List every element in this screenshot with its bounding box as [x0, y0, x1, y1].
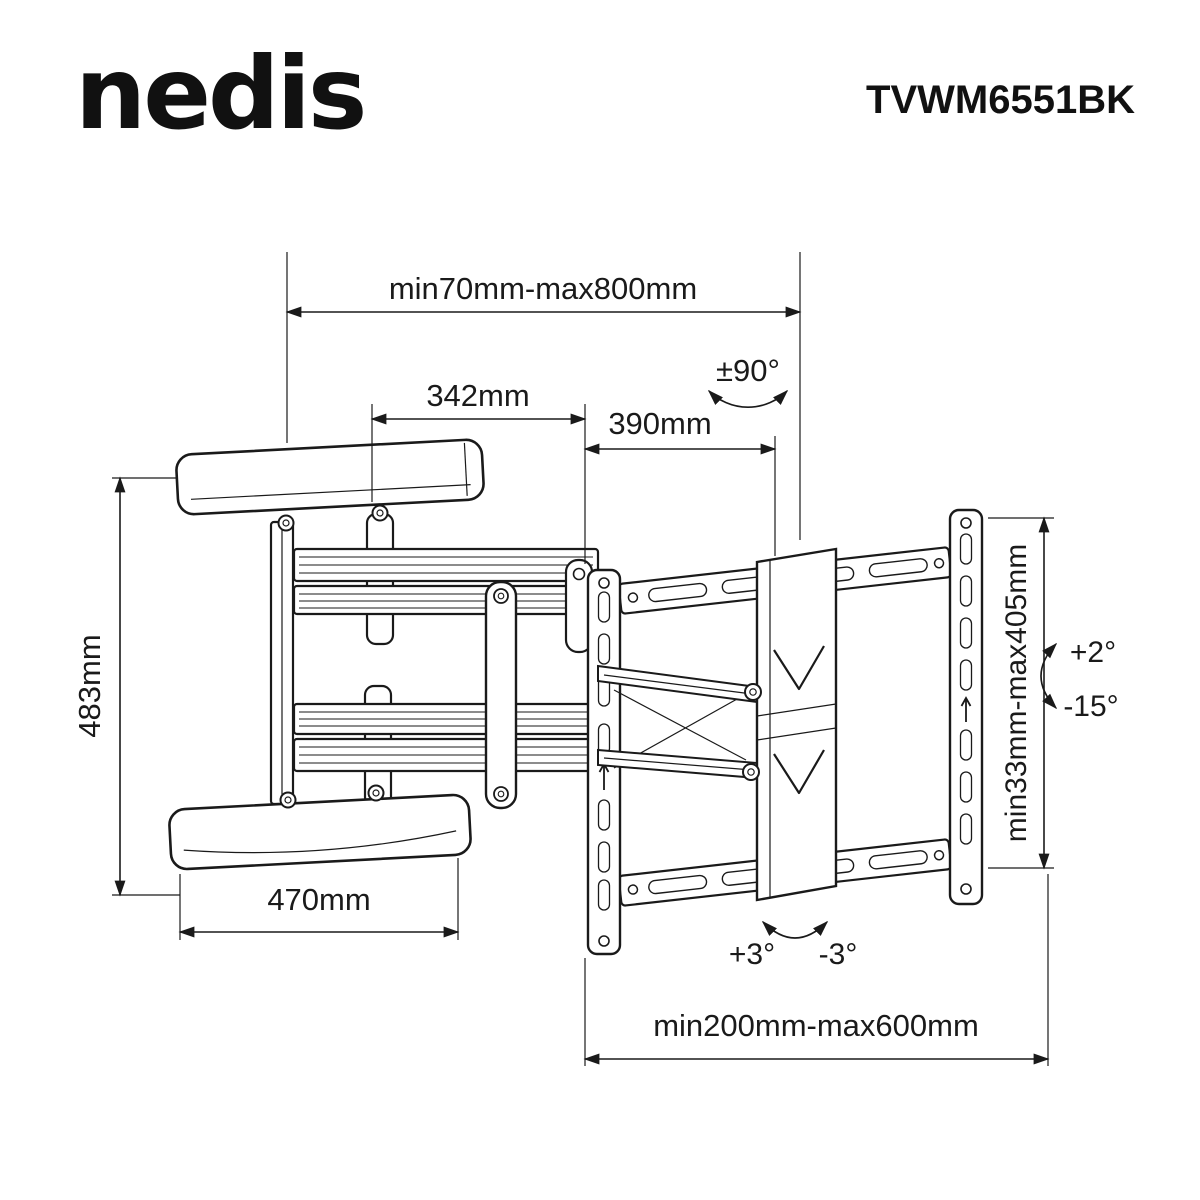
level-arc — [761, 920, 829, 939]
dim-label: -15° — [1063, 690, 1118, 723]
pivot-column — [484, 580, 518, 810]
dim-label: min200mm-max600mm — [653, 1008, 979, 1043]
top-wall-bar — [175, 438, 485, 516]
model-number: TVWM6551BK — [866, 78, 1135, 122]
dim-vesa-height: min33mm-max405mm — [988, 516, 1054, 870]
dim-label: min70mm-max800mm — [389, 271, 697, 306]
upper-arm — [292, 547, 600, 616]
dim-label: -3° — [819, 938, 858, 971]
dim-wall-width: 470mm — [178, 858, 460, 940]
dim-arm-front: 342mm — [370, 378, 587, 564]
lower-arm-hatch — [299, 711, 593, 727]
upper-arm-hatch2 — [299, 593, 593, 609]
lower-arm-hatch2 — [299, 746, 593, 764]
dim-arm-rear: 390mm — [583, 406, 777, 556]
wall-plate — [269, 520, 295, 806]
dim-label: +3° — [729, 938, 775, 971]
dim-label: ±90° — [716, 353, 780, 388]
swivel-arc — [707, 389, 789, 408]
forearm-upper — [597, 664, 758, 704]
adjust-arrow-icon — [960, 696, 972, 722]
lower-arm — [292, 702, 600, 773]
mount-drawing — [168, 438, 984, 956]
dim-swivel: ±90° — [707, 353, 789, 408]
dim-level: +3° -3° — [729, 920, 858, 971]
brand-logo: nedis — [75, 35, 364, 152]
dim-label: 342mm — [426, 378, 529, 413]
dim-wall-height: 483mm — [72, 476, 180, 897]
wall-bolts — [277, 504, 389, 809]
right-vesa-rail — [948, 508, 984, 906]
bottom-wall-bar — [168, 793, 472, 871]
upper-arm-hatch — [299, 556, 593, 574]
bracket-bolts — [742, 683, 762, 781]
dim-label: min33mm-max405mm — [1000, 544, 1033, 842]
center-bracket — [755, 547, 838, 902]
forearm-lower — [597, 748, 758, 780]
dim-vesa-width: min200mm-max600mm — [583, 874, 1050, 1066]
dim-label: 390mm — [608, 406, 711, 441]
dim-extension-range: min70mm-max800mm — [285, 252, 802, 540]
tilt-arc — [1040, 642, 1058, 710]
dim-label: +2° — [1070, 636, 1116, 669]
dim-label: 483mm — [72, 634, 107, 737]
dim-tilt: +2° -15° — [1040, 636, 1119, 723]
dim-label: 470mm — [267, 882, 370, 917]
